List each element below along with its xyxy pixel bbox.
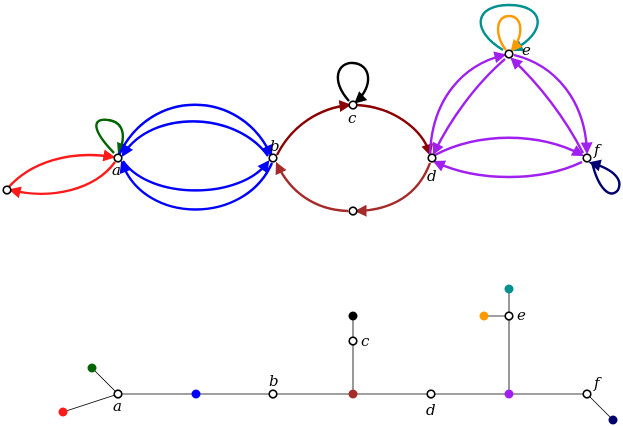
edge-purple-f-d-bottom (432, 160, 583, 179)
node-bottom (348, 206, 358, 216)
edge-red-from-a (8, 161, 116, 199)
label-a-tree: a (113, 397, 122, 415)
tree-node-a (113, 389, 123, 399)
tree-node-brown (348, 389, 358, 399)
edge-green-loop-a (95, 118, 129, 156)
label-f-top: f (593, 141, 602, 159)
edge-orange-loop-e (496, 14, 523, 52)
edge-blue-outer-top (117, 103, 273, 158)
edge-teal-loop-e (479, 3, 539, 52)
node-e (504, 49, 514, 59)
top-graph-labels: a b c d e f (112, 41, 602, 185)
edge-purple-d-f-top (434, 136, 585, 157)
edge-navy-loop-f (588, 159, 621, 195)
tree-edge-a-red (62, 393, 119, 413)
edge-darkred-c-d (356, 103, 433, 157)
tree-node-green (87, 363, 97, 373)
edge-blue-inner-bottom (122, 160, 270, 192)
tree-node-blue (191, 389, 201, 399)
label-d-top: d (427, 167, 437, 185)
tree-node-orange (479, 311, 489, 321)
label-b-top: b (270, 137, 280, 155)
bottom-tree-labels: a b c d e f (113, 306, 602, 419)
node-d (427, 153, 437, 163)
label-b-tree: b (269, 372, 279, 390)
edge-purple-f-e-inner (510, 57, 585, 154)
edge-purple-e-d-inner (432, 58, 506, 156)
tree-node-f (582, 389, 592, 399)
tree-node-black (348, 311, 358, 321)
edge-purple-e-f-outer (513, 53, 593, 155)
edge-darkred-b-c (275, 100, 352, 156)
bottom-tree-edges (62, 289, 614, 421)
edge-brown-bottom-b (275, 161, 349, 213)
label-a-top: a (112, 161, 121, 179)
edge-blue-outer-bottom (119, 160, 274, 211)
tree-node-d (426, 389, 436, 399)
top-graph (6, 3, 621, 217)
edge-purple-d-e-outer (428, 51, 507, 155)
edge-blue-inner-top (121, 120, 269, 158)
label-c-top: c (348, 109, 357, 127)
node-leaf-left (2, 185, 12, 195)
label-c-tree: c (361, 332, 370, 350)
label-f-tree: f (593, 374, 602, 392)
tree-node-red (58, 407, 68, 417)
tree-node-teal (504, 284, 514, 294)
tree-node-b (268, 389, 278, 399)
tree-node-navy (608, 415, 618, 425)
tree-node-e (504, 311, 514, 321)
label-e-top: e (522, 41, 531, 59)
edge-red-to-a (6, 149, 116, 190)
edge-brown-d-bottom (354, 162, 432, 217)
tree-edge-a-green (91, 367, 119, 395)
top-graph-nodes (2, 49, 592, 216)
tree-edge-f-navy (586, 393, 614, 421)
label-d-tree: d (426, 401, 436, 419)
bottom-tree-nodes (58, 284, 618, 425)
edge-black-loop-c (336, 61, 370, 104)
node-f (582, 153, 592, 163)
tree-node-purple (504, 389, 514, 399)
tree-node-c (348, 336, 358, 346)
node-c (348, 100, 358, 110)
node-b (268, 153, 278, 163)
node-a (113, 153, 123, 163)
label-e-tree: e (517, 306, 526, 324)
